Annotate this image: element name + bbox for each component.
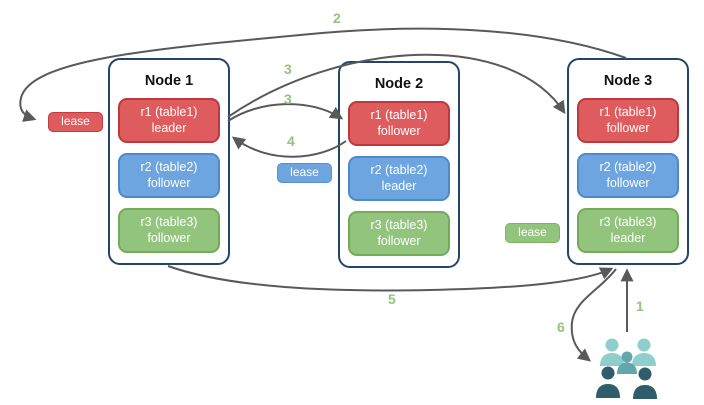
arrow-step5 (167, 265, 614, 292)
replica-name: r3 (table3) (140, 214, 198, 229)
step-label-4: 4 (287, 133, 295, 149)
replica-role: follower (147, 230, 191, 245)
replica-node2-r2: r2 (table2) leader (348, 156, 450, 201)
users-front-row (596, 366, 657, 399)
replica-name: r2 (table2) (370, 162, 428, 177)
lease-table2-badge: lease (277, 163, 332, 183)
replica-role: follower (147, 175, 191, 190)
replica-name: r2 (table2) (140, 159, 198, 174)
replica-role: follower (606, 120, 650, 135)
replica-node1-r3: r3 (table3) follower (118, 208, 220, 253)
users-back-row (600, 338, 656, 366)
replica-role: follower (377, 123, 421, 138)
replica-name: r2 (table2) (599, 159, 657, 174)
replica-node3-r2: r2 (table2) follower (577, 153, 679, 198)
step-label-2: 2 (333, 10, 341, 26)
node-2-title: Node 2 (374, 76, 424, 92)
step-label-3a: 3 (284, 61, 292, 77)
node-1-title: Node 1 (144, 73, 194, 89)
step-label-5: 5 (388, 291, 396, 307)
node-3: Node 3 r1 (table1) follower r2 (table2) … (567, 58, 689, 265)
lease-table1-badge: lease (48, 112, 103, 132)
lease-table3-badge: lease (505, 223, 560, 243)
users-middle (617, 351, 637, 374)
node-3-title: Node 3 (603, 73, 653, 89)
replica-name: r3 (table3) (599, 214, 657, 229)
replica-node3-r3: r3 (table3) leader (577, 208, 679, 253)
replica-role: follower (377, 233, 421, 248)
node-1: Node 1 r1 (table1) leader r2 (table2) fo… (108, 58, 230, 265)
replica-name: r1 (table1) (370, 107, 428, 122)
step-label-6: 6 (557, 319, 565, 335)
replica-role: leader (381, 178, 417, 193)
step-label-1: 1 (636, 298, 644, 314)
arrow-step6 (570, 268, 617, 362)
replica-node1-r1: r1 (table1) leader (118, 98, 220, 143)
step-label-3b: 3 (284, 91, 292, 107)
replica-name: r1 (table1) (599, 104, 657, 119)
replica-role: leader (151, 120, 187, 135)
replica-node2-r1: r1 (table1) follower (348, 101, 450, 146)
replica-name: r1 (table1) (140, 104, 198, 119)
replica-role: follower (606, 175, 650, 190)
replica-node3-r1: r1 (table1) follower (577, 98, 679, 143)
node-2: Node 2 r1 (table1) follower r2 (table2) … (338, 61, 460, 268)
replica-role: leader (610, 230, 646, 245)
replica-name: r3 (table3) (370, 217, 428, 232)
replica-node2-r3: r3 (table3) follower (348, 211, 450, 256)
replica-node1-r2: r2 (table2) follower (118, 153, 220, 198)
